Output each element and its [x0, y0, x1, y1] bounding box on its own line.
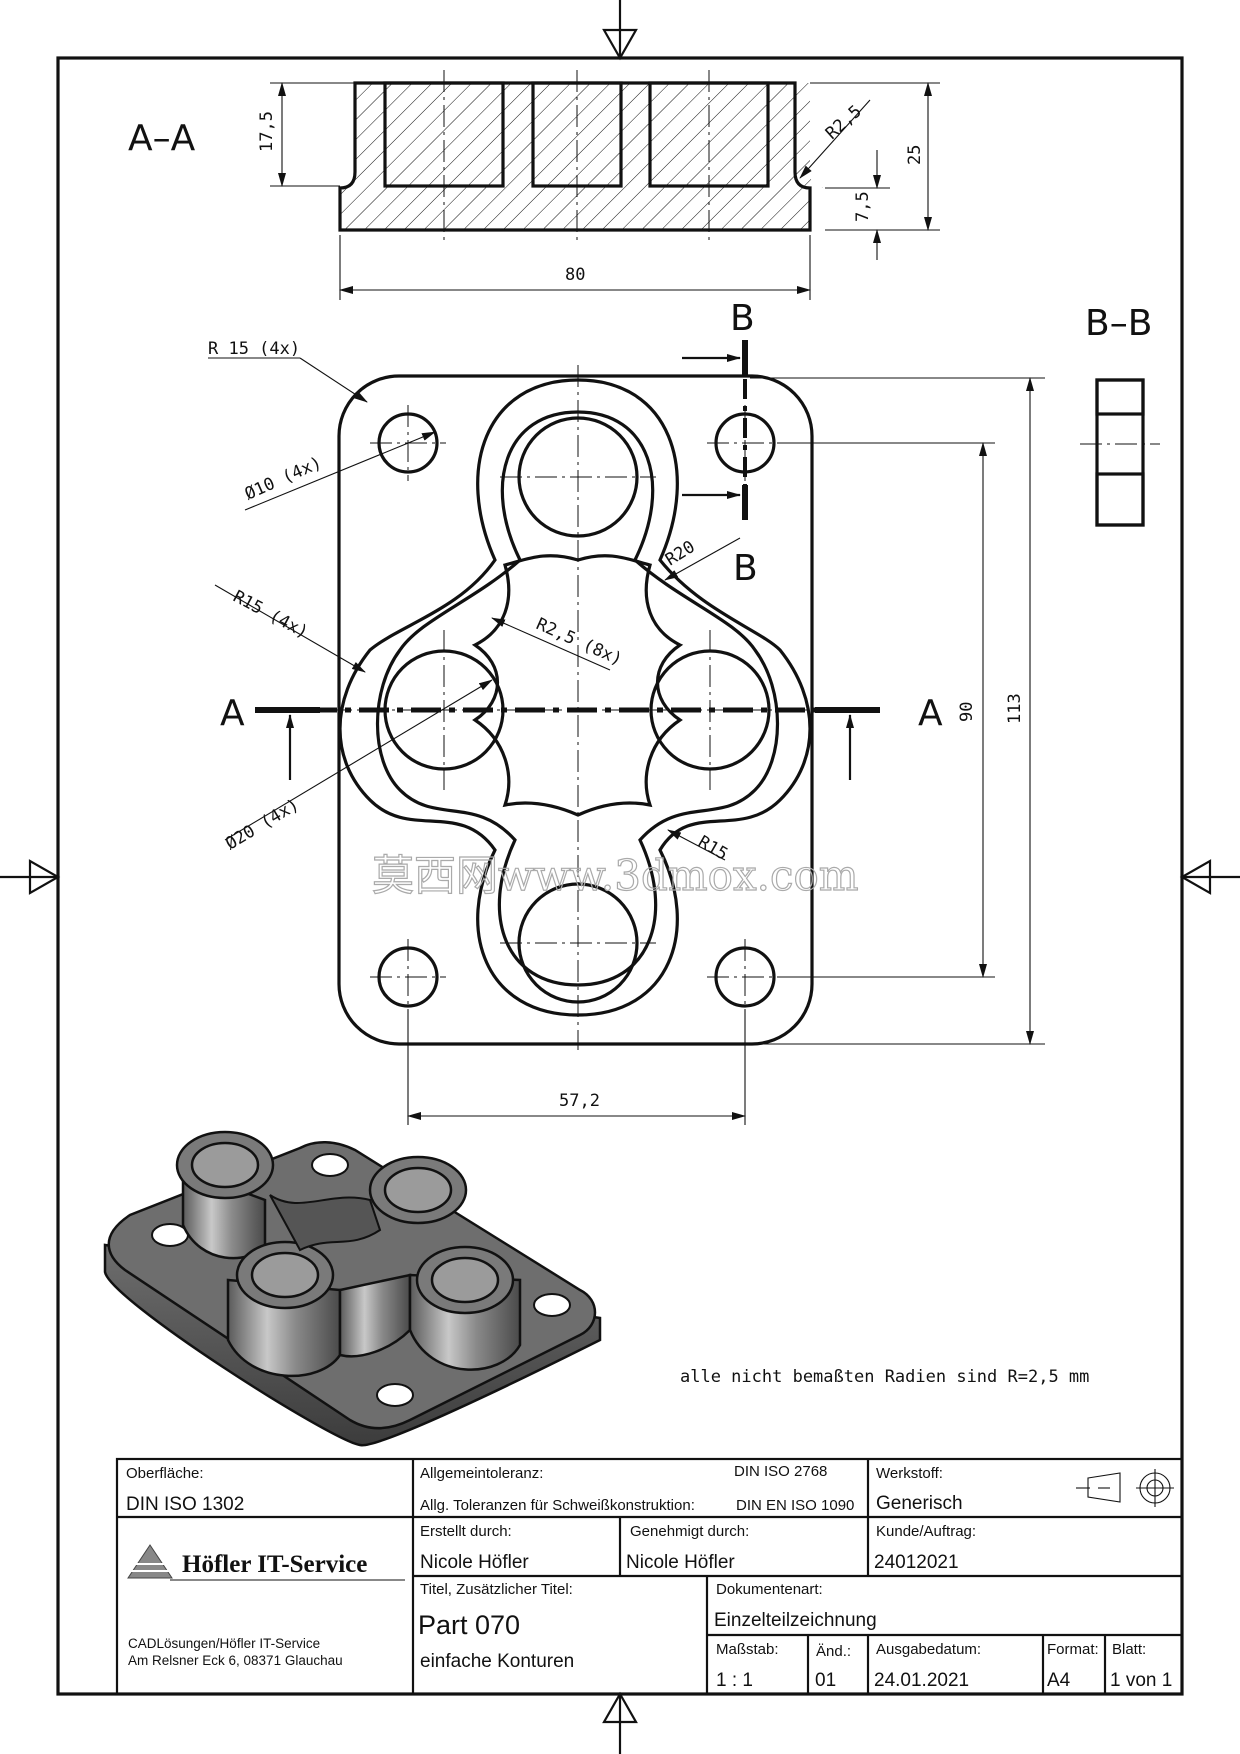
section-bb-view [1080, 378, 1160, 527]
aend-value: 01 [815, 1670, 836, 1691]
blatt-value: 1 von 1 [1110, 1670, 1172, 1691]
genehmigt-value: Nicole Höfler [626, 1552, 735, 1573]
dim-small-holes: Ø10 (4x) [242, 453, 325, 505]
company-line-2: Am Relsner Eck 6, 08371 Glauchau [128, 1653, 343, 1668]
oberflaeche-value: DIN ISO 1302 [126, 1494, 244, 1515]
kunde-label: Kunde/Auftrag: [876, 1523, 976, 1540]
company-line-1: CADLösungen/Höfler IT-Service [128, 1636, 320, 1651]
massstab-label: Maßstab: [716, 1641, 779, 1658]
aend-label: Änd.: [816, 1643, 851, 1660]
section-b-top-label: B [730, 298, 755, 339]
genehmigt-label: Genehmigt durch: [630, 1523, 749, 1540]
oberflaeche-label: Oberfläche: [126, 1465, 204, 1482]
schweiss-label: Allg. Toleranzen für Schweißkonstruktion… [420, 1497, 695, 1514]
section-bb-label: B–B [1085, 303, 1152, 344]
dim-corner-radius: R 15 (4x) [208, 339, 300, 359]
section-b-bottom-label: B [733, 548, 758, 589]
dim-r15-4x: R15 (4x) [230, 587, 312, 643]
company-logo-icon [126, 1544, 405, 1581]
section-a-right-label: A [918, 693, 943, 734]
top-view [208, 340, 1045, 1125]
format-label: Format: [1047, 1641, 1099, 1658]
erstellt-label: Erstellt durch: [420, 1523, 512, 1540]
zusatz-title-value: einfache Konturen [420, 1651, 574, 1672]
ausgabe-label: Ausgabedatum: [876, 1641, 981, 1658]
schweiss-value: DIN EN ISO 1090 [736, 1497, 854, 1514]
company-logo-text: Höfler IT-Service [182, 1551, 367, 1578]
dokumentenart-label: Dokumentenart: [716, 1581, 823, 1598]
blatt-label: Blatt: [1112, 1641, 1146, 1658]
dim-large-holes: Ø20 (4x) [222, 795, 302, 854]
dokumentenart-value: Einzelteilzeichnung [714, 1610, 877, 1631]
titel-label: Titel, Zusätzlicher Titel: [420, 1581, 573, 1598]
massstab-value: 1 : 1 [716, 1670, 753, 1691]
format-value: A4 [1047, 1670, 1071, 1691]
watermark: 莫西网www.3dmox.com [372, 851, 859, 900]
dim-aa-25: 25 [905, 145, 925, 165]
dim-aa-r2-5: R2,5 [822, 101, 866, 143]
titel-value: Part 070 [418, 1610, 520, 1640]
radius-note: alle nicht bemaßten Radien sind R=2,5 mm [680, 1367, 1089, 1387]
isometric-view [103, 1130, 602, 1447]
werkstoff-label: Werkstoff: [876, 1465, 943, 1482]
ausgabe-value: 24.01.2021 [874, 1670, 969, 1691]
dim-aa-80: 80 [565, 265, 585, 285]
dim-aa-7-5: 7,5 [853, 191, 873, 222]
erstellt-value: Nicole Höfler [420, 1552, 529, 1573]
dim-height-113: 113 [1005, 693, 1025, 724]
projection-symbol-icon [1076, 1469, 1174, 1507]
dim-height-90: 90 [957, 702, 977, 722]
section-aa-label: A–A [128, 118, 196, 159]
allgemeintoleranz-label: Allgemeintoleranz: [420, 1465, 543, 1482]
section-aa-view [270, 70, 940, 300]
section-a-left-label: A [220, 693, 245, 734]
dim-width-57-2: 57,2 [559, 1091, 600, 1111]
dim-aa-17-5: 17,5 [257, 111, 277, 152]
werkstoff-value: Generisch [876, 1493, 963, 1514]
allgemeintoleranz-value: DIN ISO 2768 [734, 1463, 827, 1480]
kunde-value: 24012021 [874, 1552, 959, 1573]
title-block [115, 1457, 1184, 1696]
